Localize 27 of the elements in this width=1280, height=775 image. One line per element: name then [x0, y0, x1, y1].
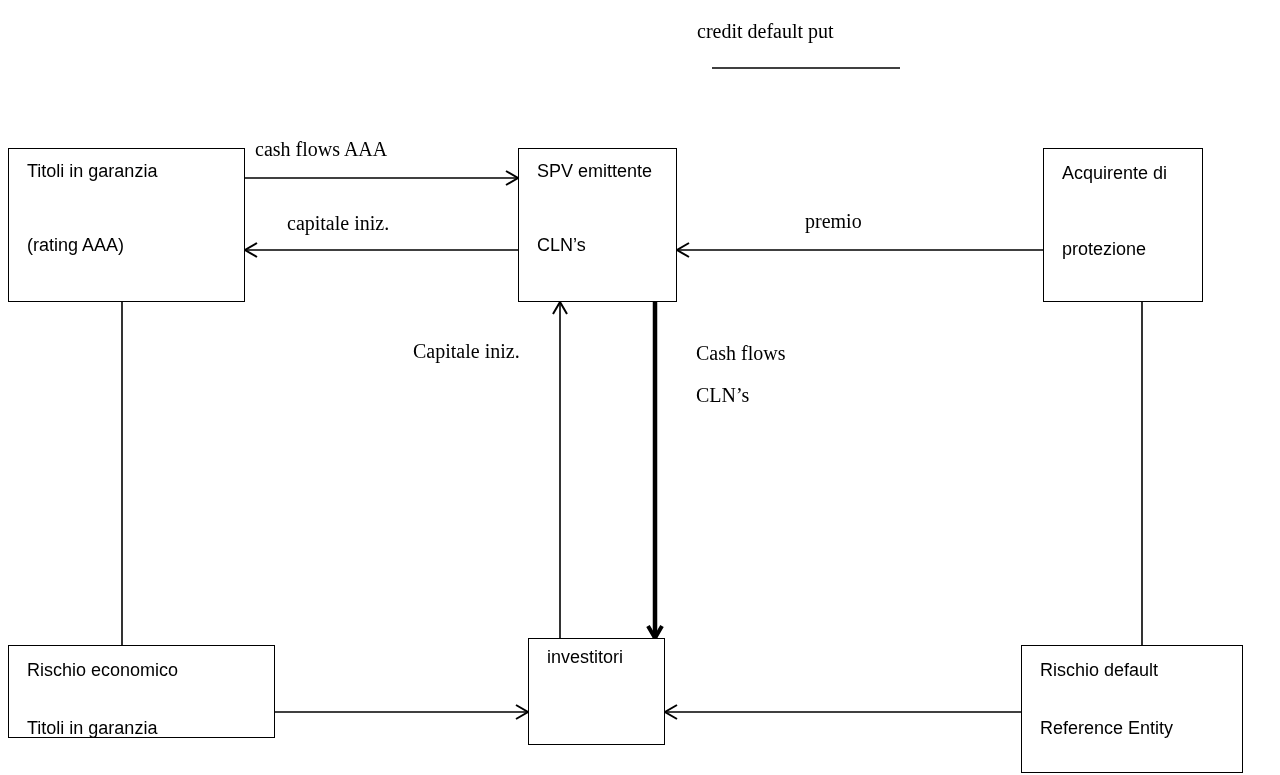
box-text: Titoli in garanzia: [27, 161, 158, 182]
box-text: Reference Entity: [1040, 718, 1174, 739]
process-box: [1021, 645, 1243, 773]
arrow: [664, 704, 1022, 720]
connector-line: [121, 301, 123, 646]
arrow: [646, 302, 664, 640]
process-box: [528, 638, 665, 745]
process-box: [518, 148, 677, 302]
process-box: [1043, 148, 1203, 302]
process-box: [8, 645, 275, 738]
box-text: Rischio economico: [27, 660, 179, 681]
box-text: investitori: [547, 647, 624, 668]
process-box: [8, 148, 245, 302]
box-text: Titoli in garanzia: [27, 718, 158, 739]
arrow: [274, 704, 529, 720]
connector-line: [1141, 301, 1143, 646]
arrow: [244, 170, 519, 186]
box-text: Acquirente di: [1062, 163, 1168, 184]
box-text: CLN’s: [537, 235, 586, 256]
arrow: [552, 301, 568, 639]
arrow: [676, 242, 1044, 258]
arrow: [244, 242, 519, 258]
box-text: Rischio default: [1040, 660, 1159, 681]
box-text: protezione: [1062, 239, 1147, 260]
note-text: credit default put: [697, 20, 834, 43]
box-text: (rating AAA): [27, 235, 125, 256]
box-text: SPV emittente: [537, 161, 653, 182]
